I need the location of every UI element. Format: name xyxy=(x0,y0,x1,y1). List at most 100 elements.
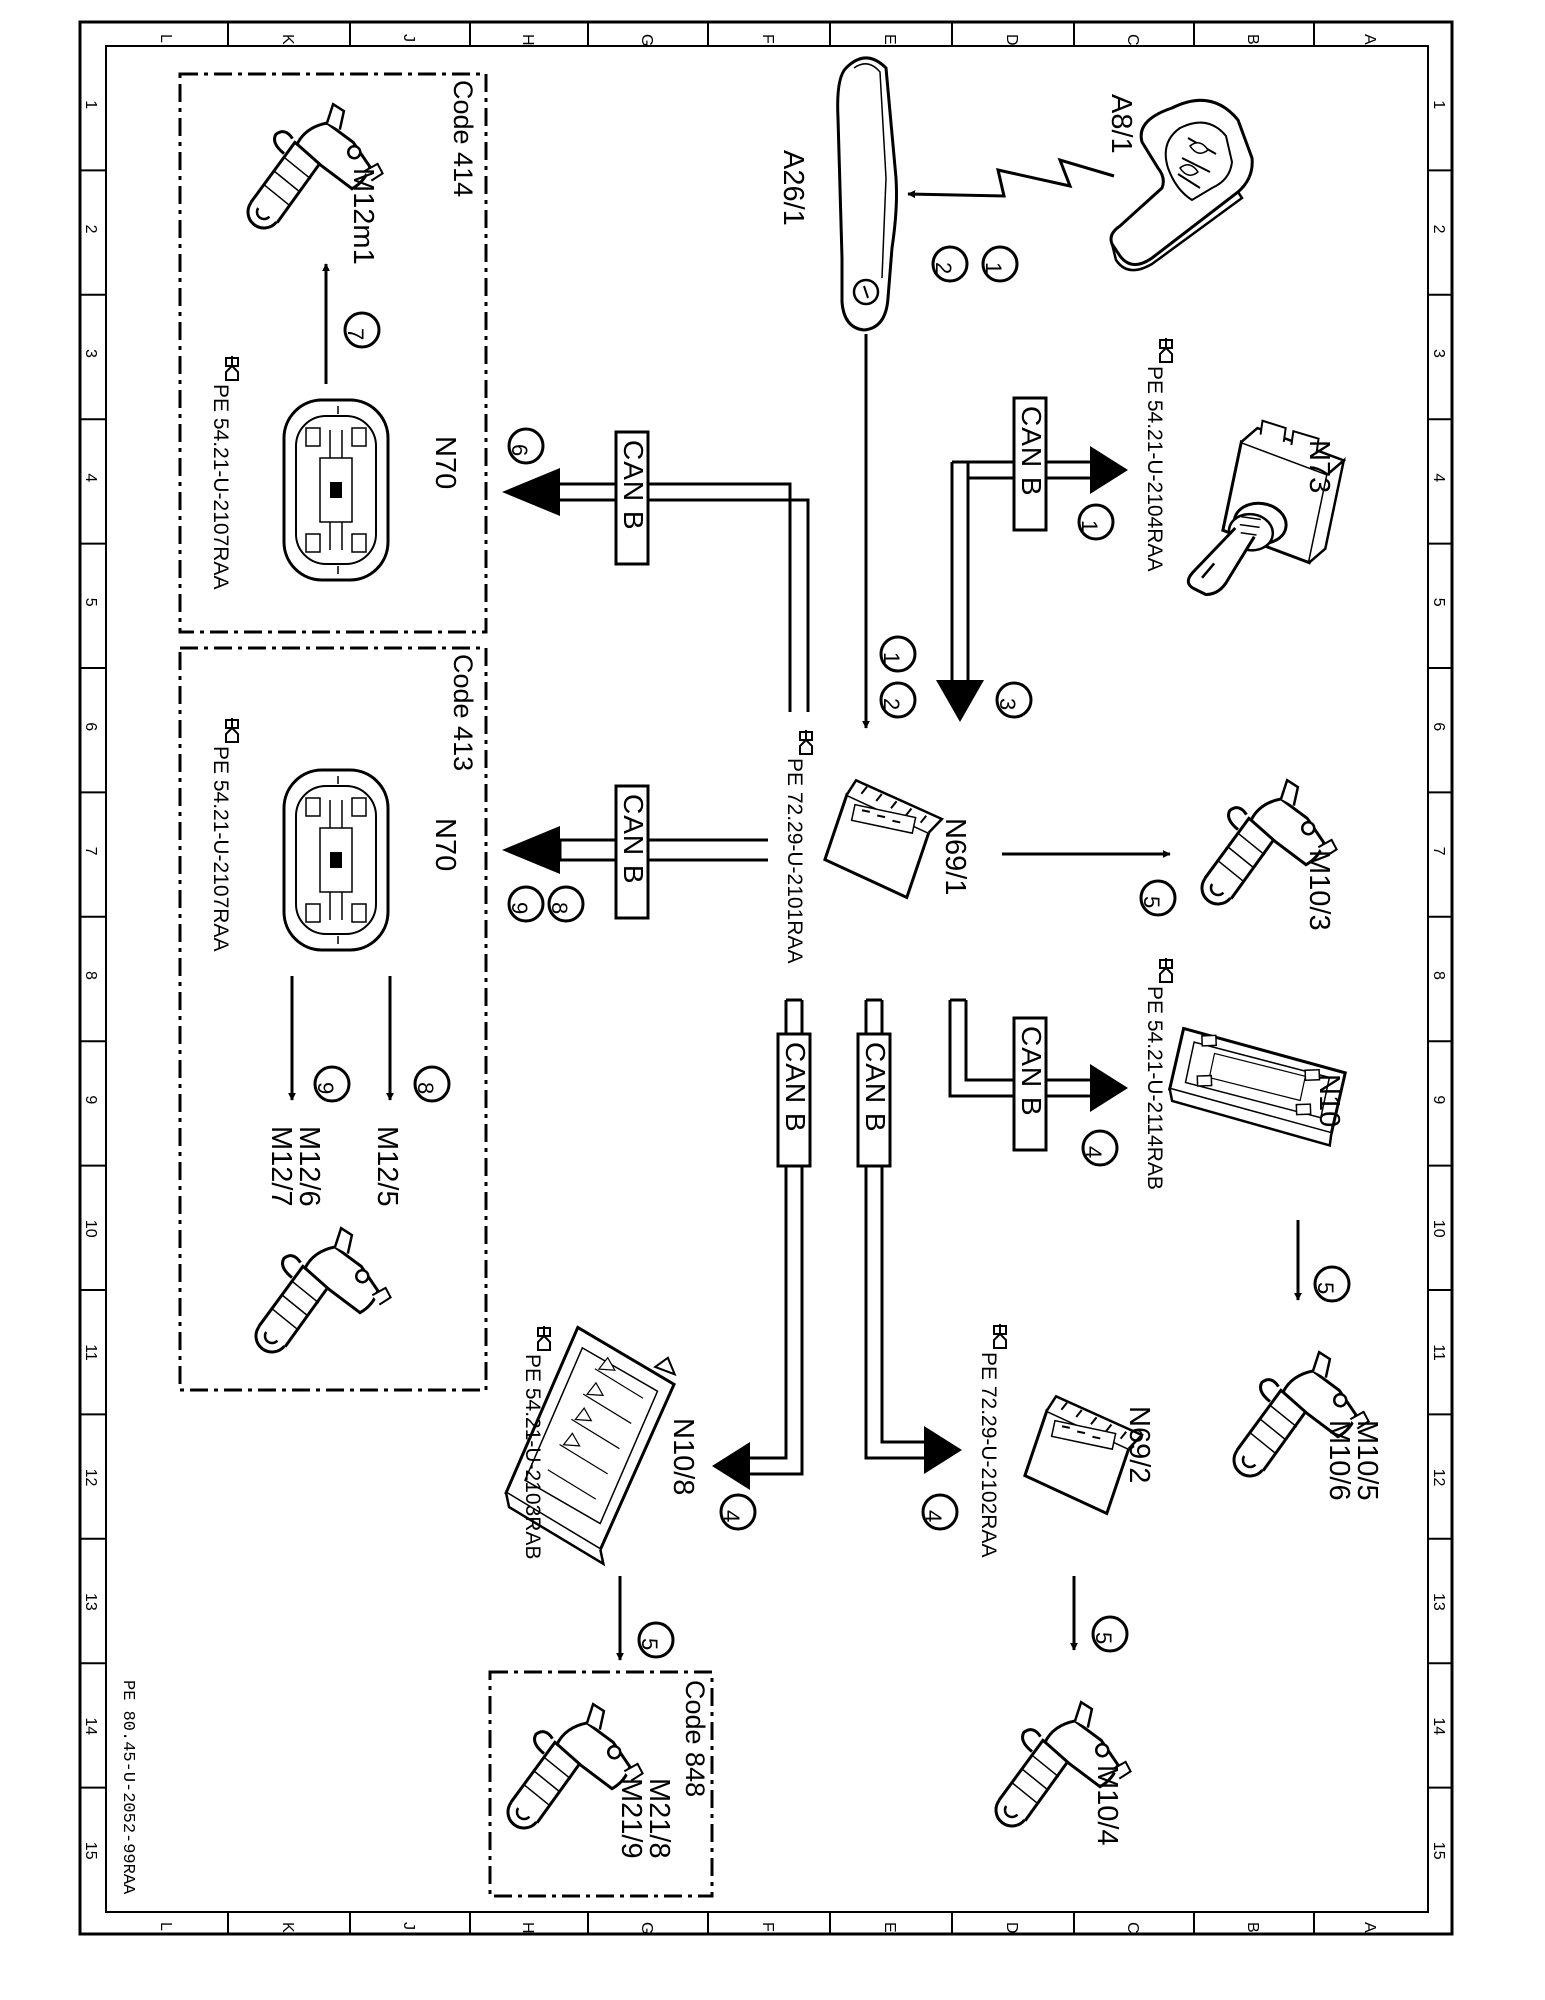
label-n69-2: N69/2 xyxy=(1123,1406,1155,1483)
can-b-label-n10: CAN B xyxy=(1012,1016,1048,1152)
svg-text:CAN B: CAN B xyxy=(860,1042,891,1133)
frame-column-letter: L xyxy=(157,1922,174,1931)
reference-n10-8: PE 54.21-U-2103RAB xyxy=(521,1325,551,1559)
svg-text:PE 54.21-U-2114RAB: PE 54.21-U-2114RAB xyxy=(1143,986,1166,1190)
svg-text:CAN B: CAN B xyxy=(1016,1026,1047,1117)
step-number-badge: 9 xyxy=(507,885,545,923)
step-number-badge: 5 xyxy=(1313,1265,1351,1303)
arrowhead-n69-1 xyxy=(936,680,984,722)
frame-row-number: 7 xyxy=(82,847,99,856)
label-n10: N10 xyxy=(1313,1074,1345,1127)
frame-row-number: 2 xyxy=(82,225,99,234)
pointing-hand-icon xyxy=(1159,957,1173,983)
step-number-badge: 7 xyxy=(343,311,381,349)
label-m10-3: M10/3 xyxy=(1303,850,1335,931)
frame-row-number: 9 xyxy=(82,1095,99,1104)
arrowhead-n70-bottom xyxy=(502,826,560,874)
frame-row-number: 7 xyxy=(1430,847,1447,856)
frame-column-letter: G xyxy=(638,34,655,46)
remote-signal-line xyxy=(907,157,1115,199)
svg-text:8: 8 xyxy=(413,1082,438,1094)
frame-column-letter: F xyxy=(759,1922,776,1932)
frame-column-letter: J xyxy=(400,1922,417,1930)
svg-text:PE 54.21-U-2107RAA: PE 54.21-U-2107RAA xyxy=(209,384,232,589)
svg-text:PE 72.29-U-2101RAA: PE 72.29-U-2101RAA xyxy=(783,758,806,963)
step-number-badge: 1 xyxy=(879,635,917,673)
frame-column-letter: D xyxy=(1003,34,1020,46)
code-413-label: Code 413 xyxy=(448,654,478,771)
frame-column-letter: E xyxy=(881,1922,898,1933)
frame-column-letter: K xyxy=(279,34,296,45)
pointing-hand-icon xyxy=(225,717,239,743)
pointing-hand-icon xyxy=(799,729,813,755)
frame-column-letter: F xyxy=(759,34,776,44)
can-b-label-n73: CAN B xyxy=(1012,396,1048,532)
frame-row-number: 6 xyxy=(82,722,99,731)
step-number-badge: 2 xyxy=(879,681,917,719)
frame-row-number: 1 xyxy=(82,100,99,109)
can-b-label-n10-8: CAN B xyxy=(776,1032,812,1168)
frame-row-number: 15 xyxy=(1430,1842,1447,1860)
frame-column-letter: B xyxy=(1244,34,1261,45)
frame-column-letter: K xyxy=(279,1922,296,1933)
frame-row-number: 15 xyxy=(82,1842,99,1860)
frame-row-number: 6 xyxy=(1430,722,1447,731)
document-reference: PE 80.45-U-2052-99RAA xyxy=(118,1680,137,1895)
control-panel-icon xyxy=(282,768,390,952)
svg-text:4: 4 xyxy=(1081,1146,1106,1158)
code-414-label: Code 414 xyxy=(448,80,478,197)
frame-row-number: 4 xyxy=(82,473,99,482)
step-number-badge: 4 xyxy=(1081,1129,1119,1167)
frame-column-letter: E xyxy=(881,34,898,45)
frame-row-number: 1 xyxy=(1430,100,1447,109)
label-n73: N73 xyxy=(1303,440,1335,493)
arrowhead-n69-2 xyxy=(924,1426,962,1474)
step-number-badge: 4 xyxy=(719,1493,757,1531)
frame-row-number: 11 xyxy=(82,1344,99,1361)
svg-text:1: 1 xyxy=(1077,520,1102,532)
step-number-badge: 4 xyxy=(921,1493,959,1531)
svg-text:1: 1 xyxy=(879,652,904,664)
arrowhead-n70-top xyxy=(502,468,560,516)
svg-text:1: 1 xyxy=(981,262,1006,274)
svg-text:5: 5 xyxy=(1139,896,1164,908)
control-module-icon xyxy=(819,775,948,903)
step-number-badge: 3 xyxy=(995,681,1033,719)
can-b-label-n70-top: CAN B xyxy=(614,430,650,566)
label-n10-8: N10/8 xyxy=(667,1418,699,1495)
svg-text:4: 4 xyxy=(921,1510,946,1522)
svg-text:2: 2 xyxy=(931,262,956,274)
frame-row-number: 3 xyxy=(82,349,99,358)
frame-column-letter: D xyxy=(1003,1922,1020,1934)
svg-text:7: 7 xyxy=(343,328,368,340)
frame-row-number: 5 xyxy=(82,598,99,607)
svg-text:8: 8 xyxy=(547,902,572,914)
motor-icon xyxy=(244,1222,397,1356)
step-number-badge: 1 xyxy=(981,245,1019,283)
code-848-option-box xyxy=(488,1670,714,1898)
reference-n69-1: PE 72.29-U-2101RAA xyxy=(783,729,813,963)
frame-row-number: 4 xyxy=(1430,473,1447,482)
label-m21-9: M21/9 xyxy=(615,1778,647,1859)
reference-n69-2: PE 72.29-U-2102RAA xyxy=(977,1323,1007,1557)
svg-text:PE 72.29-U-2102RAA: PE 72.29-U-2102RAA xyxy=(977,1352,1000,1557)
svg-text:CAN B: CAN B xyxy=(780,1042,811,1133)
reference-n10: PE 54.21-U-2114RAB xyxy=(1143,957,1173,1190)
frame-column-letter: L xyxy=(157,34,174,43)
svg-text:CAN B: CAN B xyxy=(618,440,649,531)
frame-row-number: 8 xyxy=(82,971,99,980)
frame-row-number: 12 xyxy=(1430,1469,1447,1487)
arrowhead-n10 xyxy=(1090,1064,1128,1112)
label-n69-1: N69/1 xyxy=(939,818,971,895)
frame-column-letter: C xyxy=(1124,1922,1141,1934)
svg-text:9: 9 xyxy=(507,902,532,914)
frame-column-letter: B xyxy=(1244,1922,1261,1933)
svg-text:5: 5 xyxy=(1313,1282,1338,1294)
reference-n70-top: PE 54.21-U-2107RAA xyxy=(209,355,239,589)
reference-n73: PE 54.21-U-2104RAA xyxy=(1143,337,1173,571)
frame-row-number: 13 xyxy=(1430,1593,1447,1611)
frame-row-number: 5 xyxy=(1430,598,1447,607)
frame-row-number: 11 xyxy=(1430,1344,1447,1361)
